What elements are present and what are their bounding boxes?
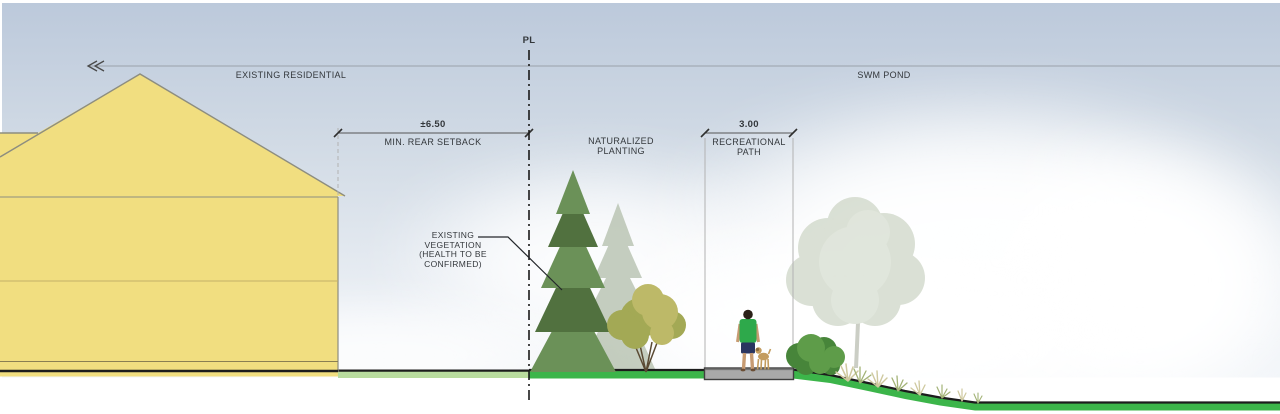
person-head [743,309,753,320]
vegetation-leader-line [478,236,563,291]
ground-setback-strip [338,369,529,378]
path-dimension [700,128,798,369]
recreational-path-label: RECREATIONAL PATH [712,137,786,157]
planting-shrub [607,284,686,373]
veg-line4: CONFIRMED) [424,258,482,269]
naturalized-planting-label: NATURALIZED PLANTING [588,136,654,156]
ground-slope-to-pond [792,368,1280,411]
left-arrow-icon [86,60,105,72]
spruce-tree [530,170,616,372]
house-body [0,74,345,377]
path-line2: PATH [736,146,762,157]
veg-line2: VEGETATION [424,239,482,250]
setback-dimension-value: ±6.50 [420,119,446,130]
swm-pond-label: SWM POND [857,70,911,80]
property-line-label: PL [522,35,536,46]
pond-side-bush [786,334,845,375]
slope-grasses [835,363,983,404]
naturalized-line2: PLANTING [597,146,645,156]
naturalized-line1: NATURALIZED [588,136,654,146]
path-line1: RECREATIONAL [712,136,786,147]
setback-dimension-label: MIN. REAR SETBACK [384,136,482,147]
recreational-path [703,367,795,381]
reference-line [86,60,1280,72]
veg-line1: EXISTING [431,230,475,240]
dog [755,347,772,370]
existing-residential-label: EXISTING RESIDENTIAL [235,70,347,80]
person-walker [736,309,760,372]
existing-vegetation-note: EXISTING VEGETATION (HEALTH TO BE CONFIR… [419,230,487,269]
house-roof-outline [0,73,346,197]
ghost-deciduous-tree [786,197,925,368]
path-dimension-value: 3.00 [739,119,759,130]
veg-line3: (HEALTH TO BE [419,249,487,259]
existing-house [0,73,346,377]
